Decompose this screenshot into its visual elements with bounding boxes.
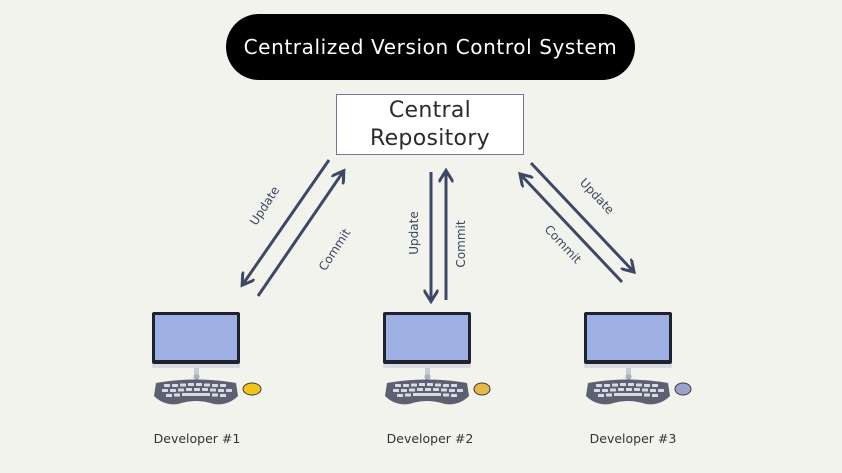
developer-1-computer: [152, 312, 262, 405]
update-arrow-dev1: [243, 159, 331, 284]
developer-1-label: Developer #1: [154, 431, 241, 446]
developer-3-computer: [584, 312, 692, 405]
update-label-dev3: Update: [577, 176, 617, 217]
mouse-icon: [242, 382, 262, 396]
update-label-dev2: Update: [407, 211, 421, 254]
update-arrow-dev3: [529, 161, 633, 271]
mouse-icon: [674, 382, 692, 396]
developer-2-computer: [383, 312, 491, 405]
central-repository-box: Central Repository: [336, 94, 524, 155]
diagram-title: Centralized Version Control System: [243, 35, 618, 59]
commit-arrow-dev1: [256, 172, 343, 297]
repository-label-line2: Repository: [370, 125, 490, 151]
update-label-dev1: Update: [247, 184, 282, 228]
title-banner: Centralized Version Control System: [226, 14, 635, 80]
commit-arrow-dev3: [521, 175, 624, 284]
repository-label-line1: Central: [388, 97, 472, 123]
commit-label-dev3: Commit: [542, 222, 585, 266]
commit-label-dev2: Commit: [454, 220, 468, 267]
mouse-icon: [473, 382, 491, 396]
commit-label-dev1: Commit: [316, 226, 354, 273]
developer-2-label: Developer #2: [387, 431, 474, 446]
developer-3-label: Developer #3: [590, 431, 677, 446]
